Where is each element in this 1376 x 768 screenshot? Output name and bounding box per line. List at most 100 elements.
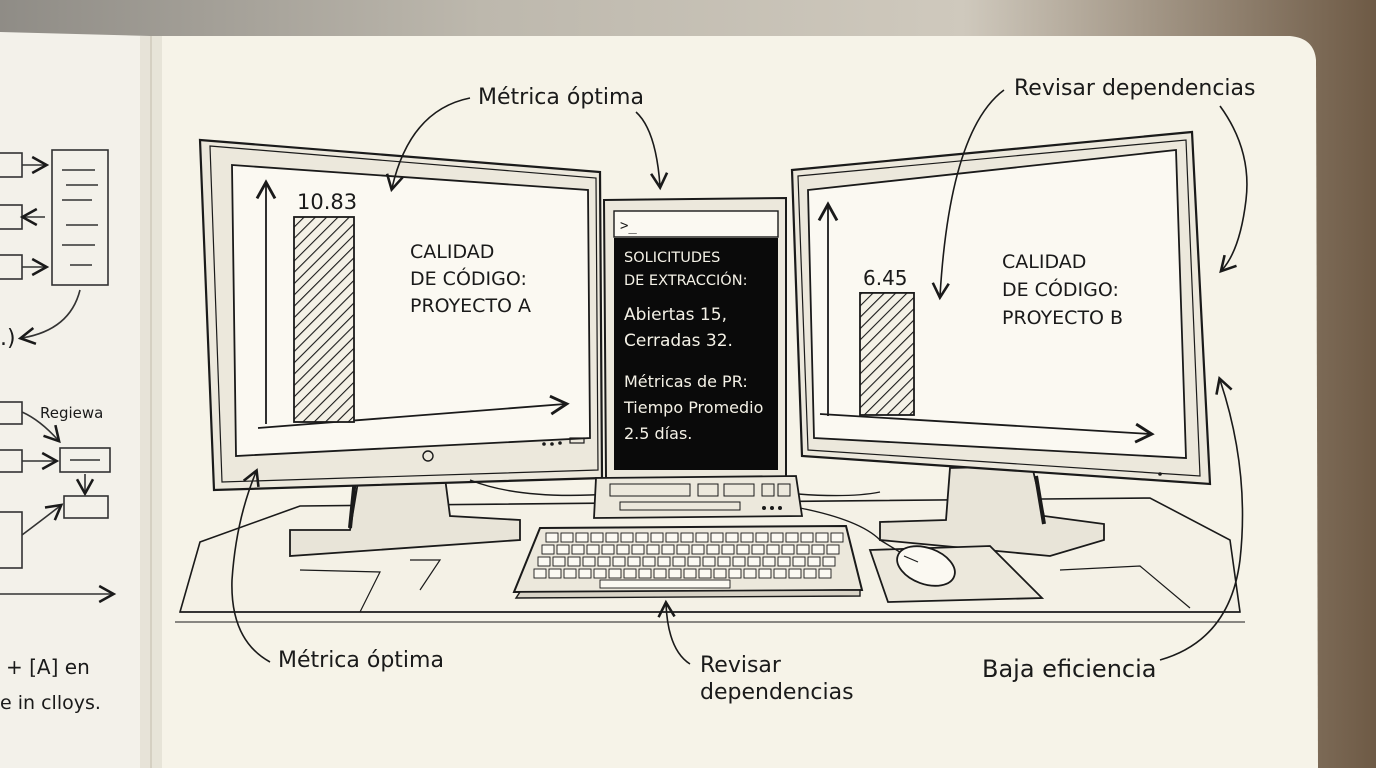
- terminal-line-7: 2.5 días.: [624, 424, 692, 443]
- keyboard-key: [815, 532, 829, 543]
- monitor-left-title-line-3: PROYECTO A: [410, 295, 531, 317]
- left-page-text-line-2: e in clloys.: [0, 692, 101, 714]
- keyboard-key: [717, 556, 731, 567]
- keyboard-key: [650, 532, 664, 543]
- keyboard-key: [556, 544, 570, 555]
- keyboard-key: [728, 568, 742, 579]
- keyboard-key: [807, 556, 821, 567]
- keyboard-key: [661, 544, 675, 555]
- left-page-flowchart: [0, 149, 117, 604]
- keyboard-key: [638, 568, 652, 579]
- terminal-line-4: Cerradas 32.: [624, 331, 733, 351]
- terminal-prompt: >_: [620, 218, 637, 234]
- keyboard-key: [672, 556, 686, 567]
- keyboard-key: [721, 544, 735, 555]
- keyboard-key: [822, 556, 836, 567]
- annotation-arrows: [231, 89, 1248, 665]
- terminal-device: [469, 196, 881, 519]
- keyboard-key: [582, 556, 596, 567]
- keyboard-key: [627, 556, 641, 567]
- keyboard-key: [740, 532, 754, 543]
- keyboard-key: [800, 532, 814, 543]
- annotation-top-left: Métrica óptima: [478, 85, 644, 110]
- keyboard-key: [777, 556, 791, 567]
- keyboard-key: [537, 556, 551, 567]
- keyboard-key: [676, 544, 690, 555]
- keyboard-key: [668, 568, 682, 579]
- keyboard-key: [642, 556, 656, 567]
- keyboard-key: [578, 568, 592, 579]
- monitor-right-title-line-1: CALIDAD: [1002, 251, 1086, 273]
- keyboard-key: [593, 568, 607, 579]
- keyboard-key: [597, 556, 611, 567]
- bar-value-label-project-a: 10.83: [297, 190, 357, 214]
- bar-project-b: [859, 292, 915, 416]
- keyboard-key: [695, 532, 709, 543]
- keyboard-key: [586, 544, 600, 555]
- mouse-and-pad: [799, 507, 1045, 603]
- annotation-bottom-left: Métrica óptima: [278, 648, 444, 673]
- keyboard-key: [691, 544, 705, 555]
- keyboard-key: [702, 556, 716, 567]
- keyboard-key: [788, 568, 802, 579]
- keyboard-key: [631, 544, 645, 555]
- keyboard-key: [545, 532, 559, 543]
- keyboard-key: [590, 532, 604, 543]
- left-page-paren: .): [0, 326, 16, 351]
- keyboard-key: [732, 556, 746, 567]
- keyboard-key: [683, 568, 697, 579]
- keyboard-key: [567, 556, 581, 567]
- keyboard-key: [826, 544, 840, 555]
- keyboard-key: [736, 544, 750, 555]
- annotation-bottom-center-line-1: Revisar: [700, 653, 782, 678]
- keyboard-key: [751, 544, 765, 555]
- keyboard-key: [755, 532, 769, 543]
- keyboard-key: [548, 568, 562, 579]
- keyboard-key: [743, 568, 757, 579]
- keyboard-key: [560, 532, 574, 543]
- keyboard-key: [533, 568, 547, 579]
- keyboard-key: [571, 544, 585, 555]
- terminal-screen-text: SOLICITUDES DE EXTRACCIÓN: Abiertas 15, …: [623, 250, 763, 443]
- monitor-right-title-line-2: DE CÓDIGO:: [1002, 277, 1119, 301]
- keyboard-key: [541, 544, 555, 555]
- terminal-line-5: Métricas de PR:: [624, 372, 748, 391]
- keyboard-key: [725, 532, 739, 543]
- annotation-bottom-center-line-2: dependencias: [700, 680, 854, 705]
- keyboard-key: [792, 556, 806, 567]
- keyboard-key: [601, 544, 615, 555]
- left-page: [0, 32, 150, 768]
- keyboard-key: [710, 532, 724, 543]
- keyboard-key: [713, 568, 727, 579]
- annotation-bottom-right: Baja eficiencia: [982, 655, 1156, 683]
- keyboard-key: [706, 544, 720, 555]
- annotation-top-right: Revisar dependencias: [1014, 76, 1255, 101]
- keyboard-key: [653, 568, 667, 579]
- keyboard-key: [575, 532, 589, 543]
- keyboard-key: [811, 544, 825, 555]
- keyboard-key: [612, 556, 626, 567]
- keyboard-key: [680, 532, 694, 543]
- keyboard-key: [785, 532, 799, 543]
- keyboard-key: [773, 568, 787, 579]
- bar-project-a: [293, 216, 355, 423]
- terminal-line-1: SOLICITUDES: [624, 250, 720, 266]
- keyboard-key: [665, 532, 679, 543]
- left-page-text-line-1: + [A] en: [6, 655, 90, 679]
- keyboard-key: [830, 532, 844, 543]
- terminal-line-6: Tiempo Promedio: [623, 398, 763, 417]
- keyboard-key: [766, 544, 780, 555]
- monitor-left-title-line-2: DE CÓDIGO:: [410, 266, 527, 290]
- keyboard-key: [803, 568, 817, 579]
- keyboard-key: [563, 568, 577, 579]
- keyboard-key: [796, 544, 810, 555]
- left-page-label-regiewa: Regiewa: [40, 404, 103, 422]
- keyboard-key: [635, 532, 649, 543]
- keyboard-key: [758, 568, 772, 579]
- keyboard-key: [605, 532, 619, 543]
- keyboard-key: [762, 556, 776, 567]
- terminal-line-3: Abiertas 15,: [624, 305, 727, 325]
- keyboard-key: [657, 556, 671, 567]
- keyboard-key: [623, 568, 637, 579]
